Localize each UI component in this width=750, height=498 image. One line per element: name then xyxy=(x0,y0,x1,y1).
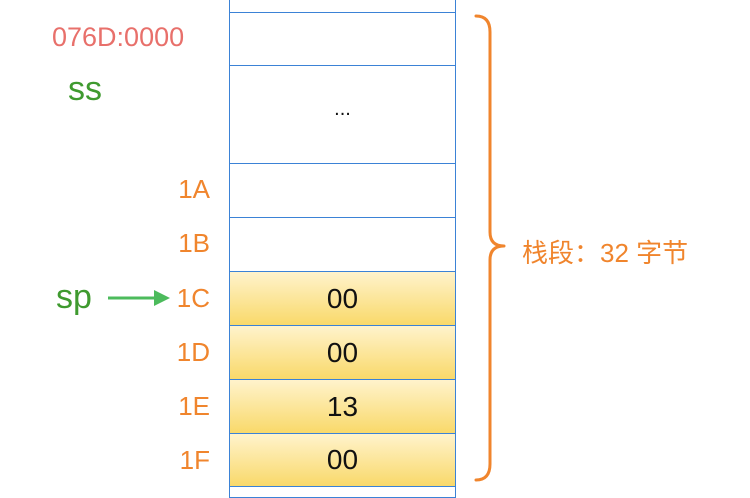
offset-label-1a: 1A xyxy=(178,174,210,204)
memory-cell-ellipsis: ... xyxy=(229,65,456,164)
offset-label-1e: 1E xyxy=(178,391,210,421)
offset-label-1b: 1B xyxy=(178,228,210,258)
memory-cell-1a xyxy=(229,163,456,218)
stack-memory-column: ... 00 00 13 00 xyxy=(229,0,456,498)
stack-segment-size-label: 栈段：32 字节 xyxy=(522,238,689,268)
sp-pointer-arrow-icon xyxy=(108,290,170,306)
offset-label-1f: 1F xyxy=(179,445,210,475)
offset-label-1d: 1D xyxy=(176,337,210,367)
memory-value-1f: 00 xyxy=(326,444,359,475)
right-brace-icon xyxy=(474,14,506,482)
memory-cell-1d: 00 xyxy=(229,325,456,380)
memory-cell-1c: 00 xyxy=(229,271,456,326)
ellipsis-text: ... xyxy=(334,97,351,120)
offset-label-1c: 1C xyxy=(176,283,210,313)
memory-value-1e: 13 xyxy=(326,390,359,422)
memory-cell-1e: 13 xyxy=(229,379,456,434)
memory-cell-1f: 00 xyxy=(229,433,456,487)
memory-cell-segment-start xyxy=(229,12,456,66)
memory-cell-bottom-partial xyxy=(229,486,456,498)
memory-cell-1b xyxy=(229,217,456,272)
segment-address-label: 076D:0000 xyxy=(52,22,185,52)
memory-value-1c: 00 xyxy=(326,282,359,314)
memory-value-1d: 00 xyxy=(326,336,359,368)
sp-register-label: sp xyxy=(56,278,92,316)
ss-register-label: ss xyxy=(68,70,102,108)
